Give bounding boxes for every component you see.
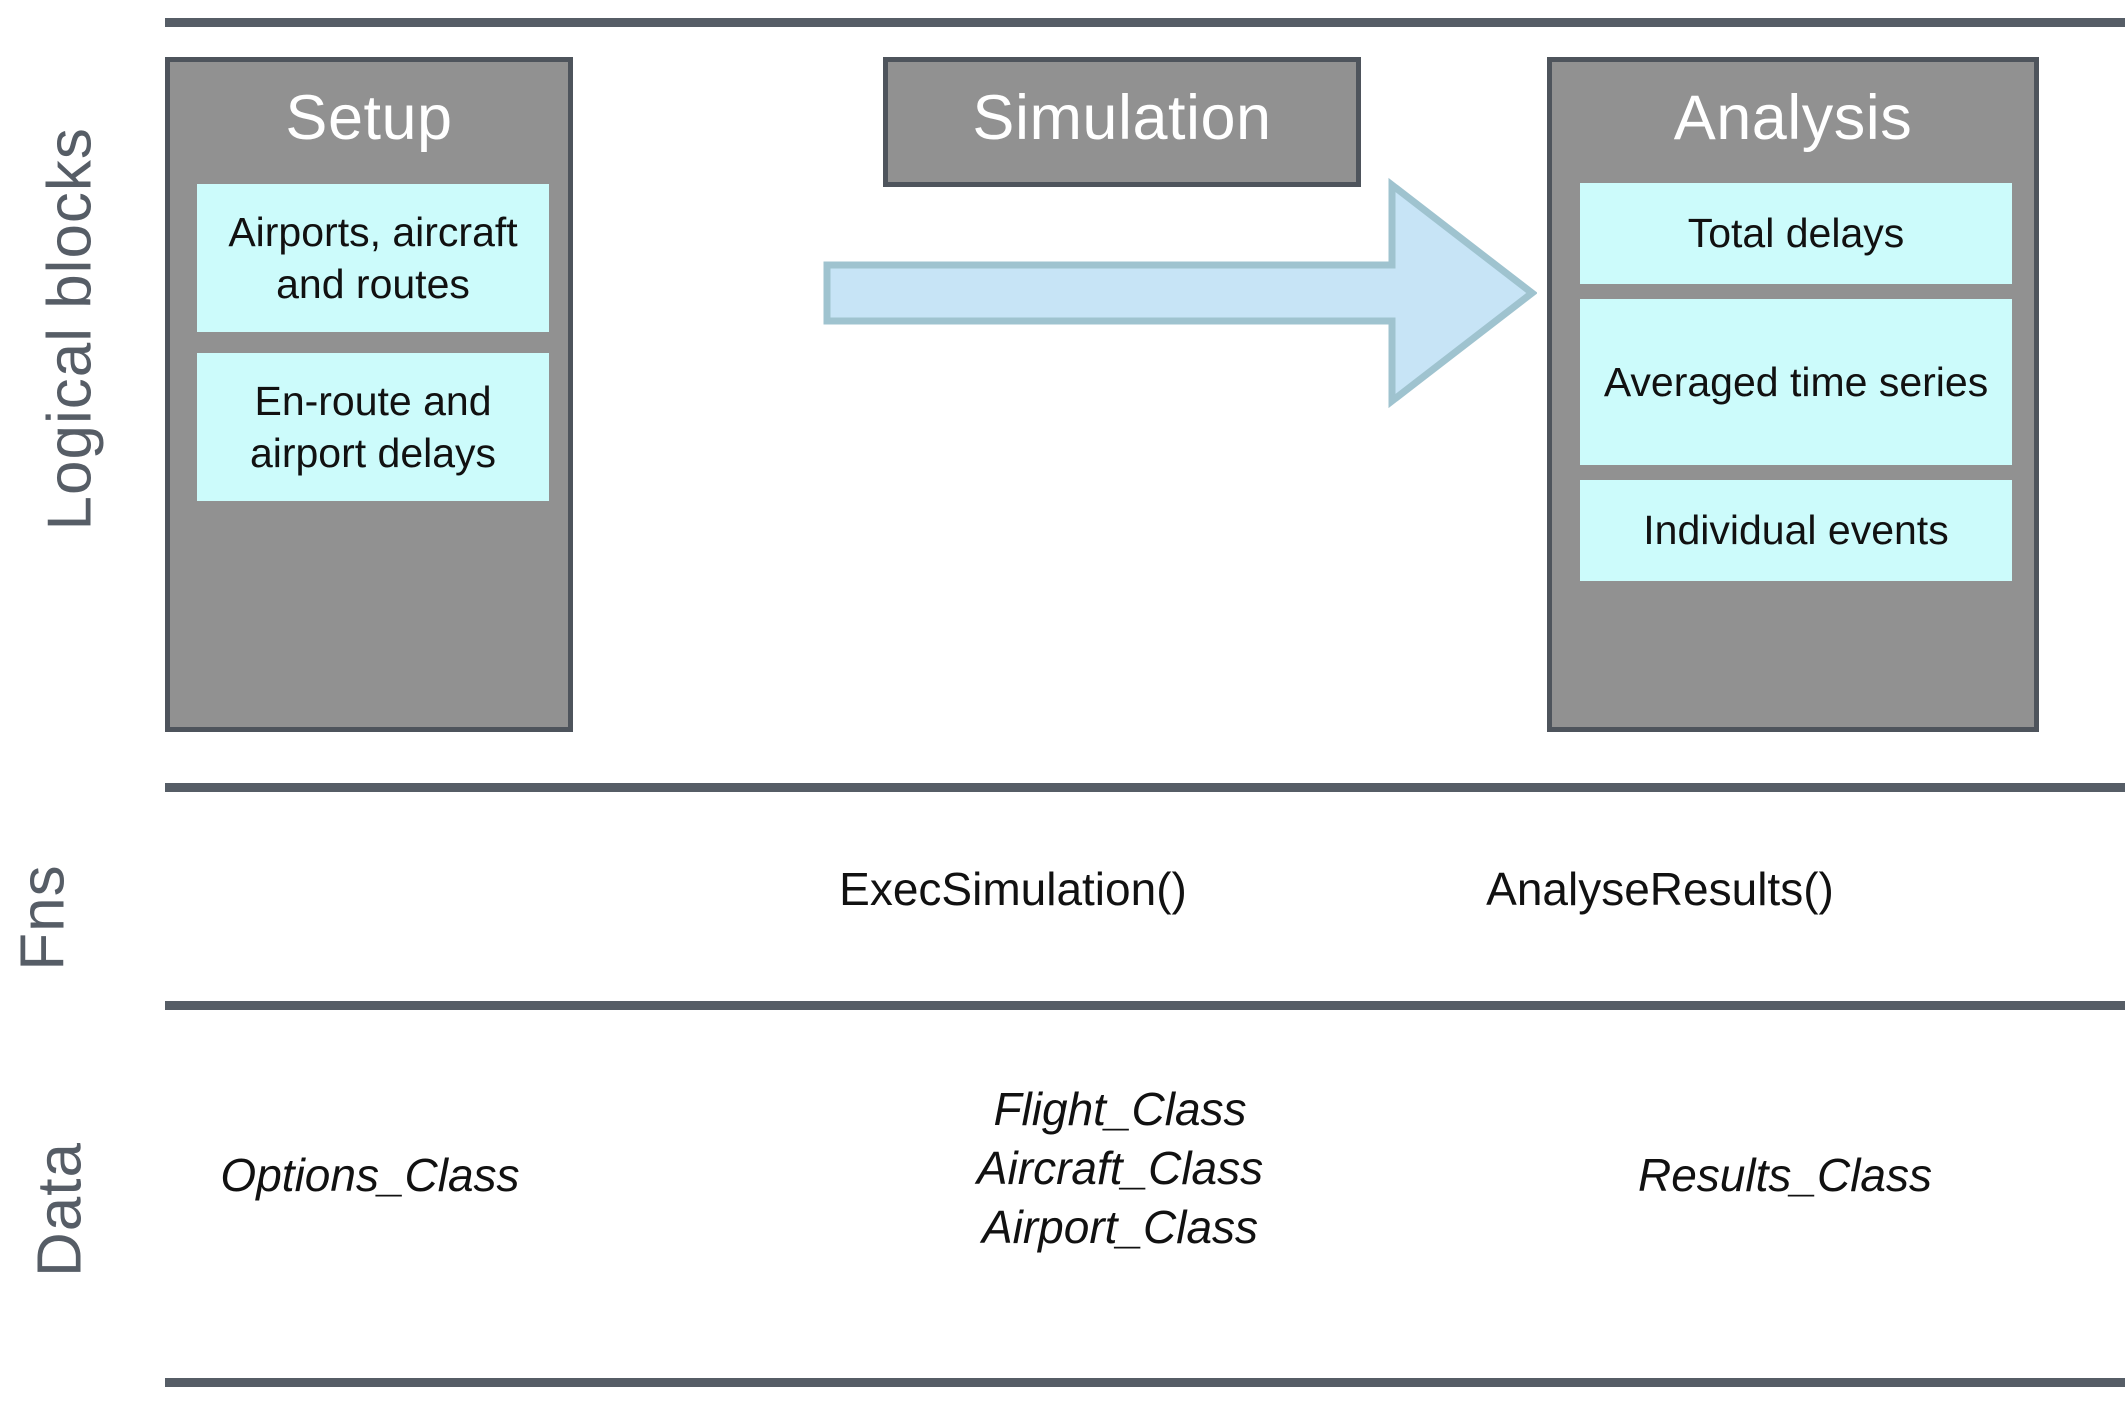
block-setup[interactable]: Setup Airports, aircraft and routes En-r… xyxy=(165,57,573,732)
divider-bottom xyxy=(165,1378,2125,1387)
block-simulation[interactable]: Simulation xyxy=(883,57,1361,187)
fn-analyse-results: AnalyseResults() xyxy=(1486,863,1834,915)
right-arrow-icon xyxy=(823,177,1537,409)
row-label-data: Data xyxy=(25,1142,95,1277)
data-class-options: Options_Class xyxy=(220,1149,520,1201)
divider-top xyxy=(165,18,2125,27)
block-analysis[interactable]: Analysis Total delays Averaged time seri… xyxy=(1547,57,2039,732)
block-simulation-title: Simulation xyxy=(972,83,1272,153)
data-class-results: Results_Class xyxy=(1638,1149,1932,1201)
divider-fns xyxy=(165,783,2125,792)
block-analysis-title: Analysis xyxy=(1673,83,1913,153)
block-setup-title: Setup xyxy=(285,83,453,153)
setup-item-enroute-airport-delays[interactable]: En-route and airport delays xyxy=(197,353,549,501)
right-arrow-shape xyxy=(823,177,1537,409)
divider-data xyxy=(165,1001,2125,1010)
row-label-logical-blocks: Logical blocks xyxy=(35,127,105,531)
analysis-item-individual-events[interactable]: Individual events xyxy=(1580,480,2012,581)
setup-item-airports-aircraft-routes[interactable]: Airports, aircraft and routes xyxy=(197,184,549,332)
row-label-fns: Fns xyxy=(8,864,78,971)
analysis-item-averaged-time-series[interactable]: Averaged time series xyxy=(1580,299,2012,465)
fn-exec-simulation: ExecSimulation() xyxy=(839,863,1187,915)
analysis-item-total-delays[interactable]: Total delays xyxy=(1580,183,2012,284)
